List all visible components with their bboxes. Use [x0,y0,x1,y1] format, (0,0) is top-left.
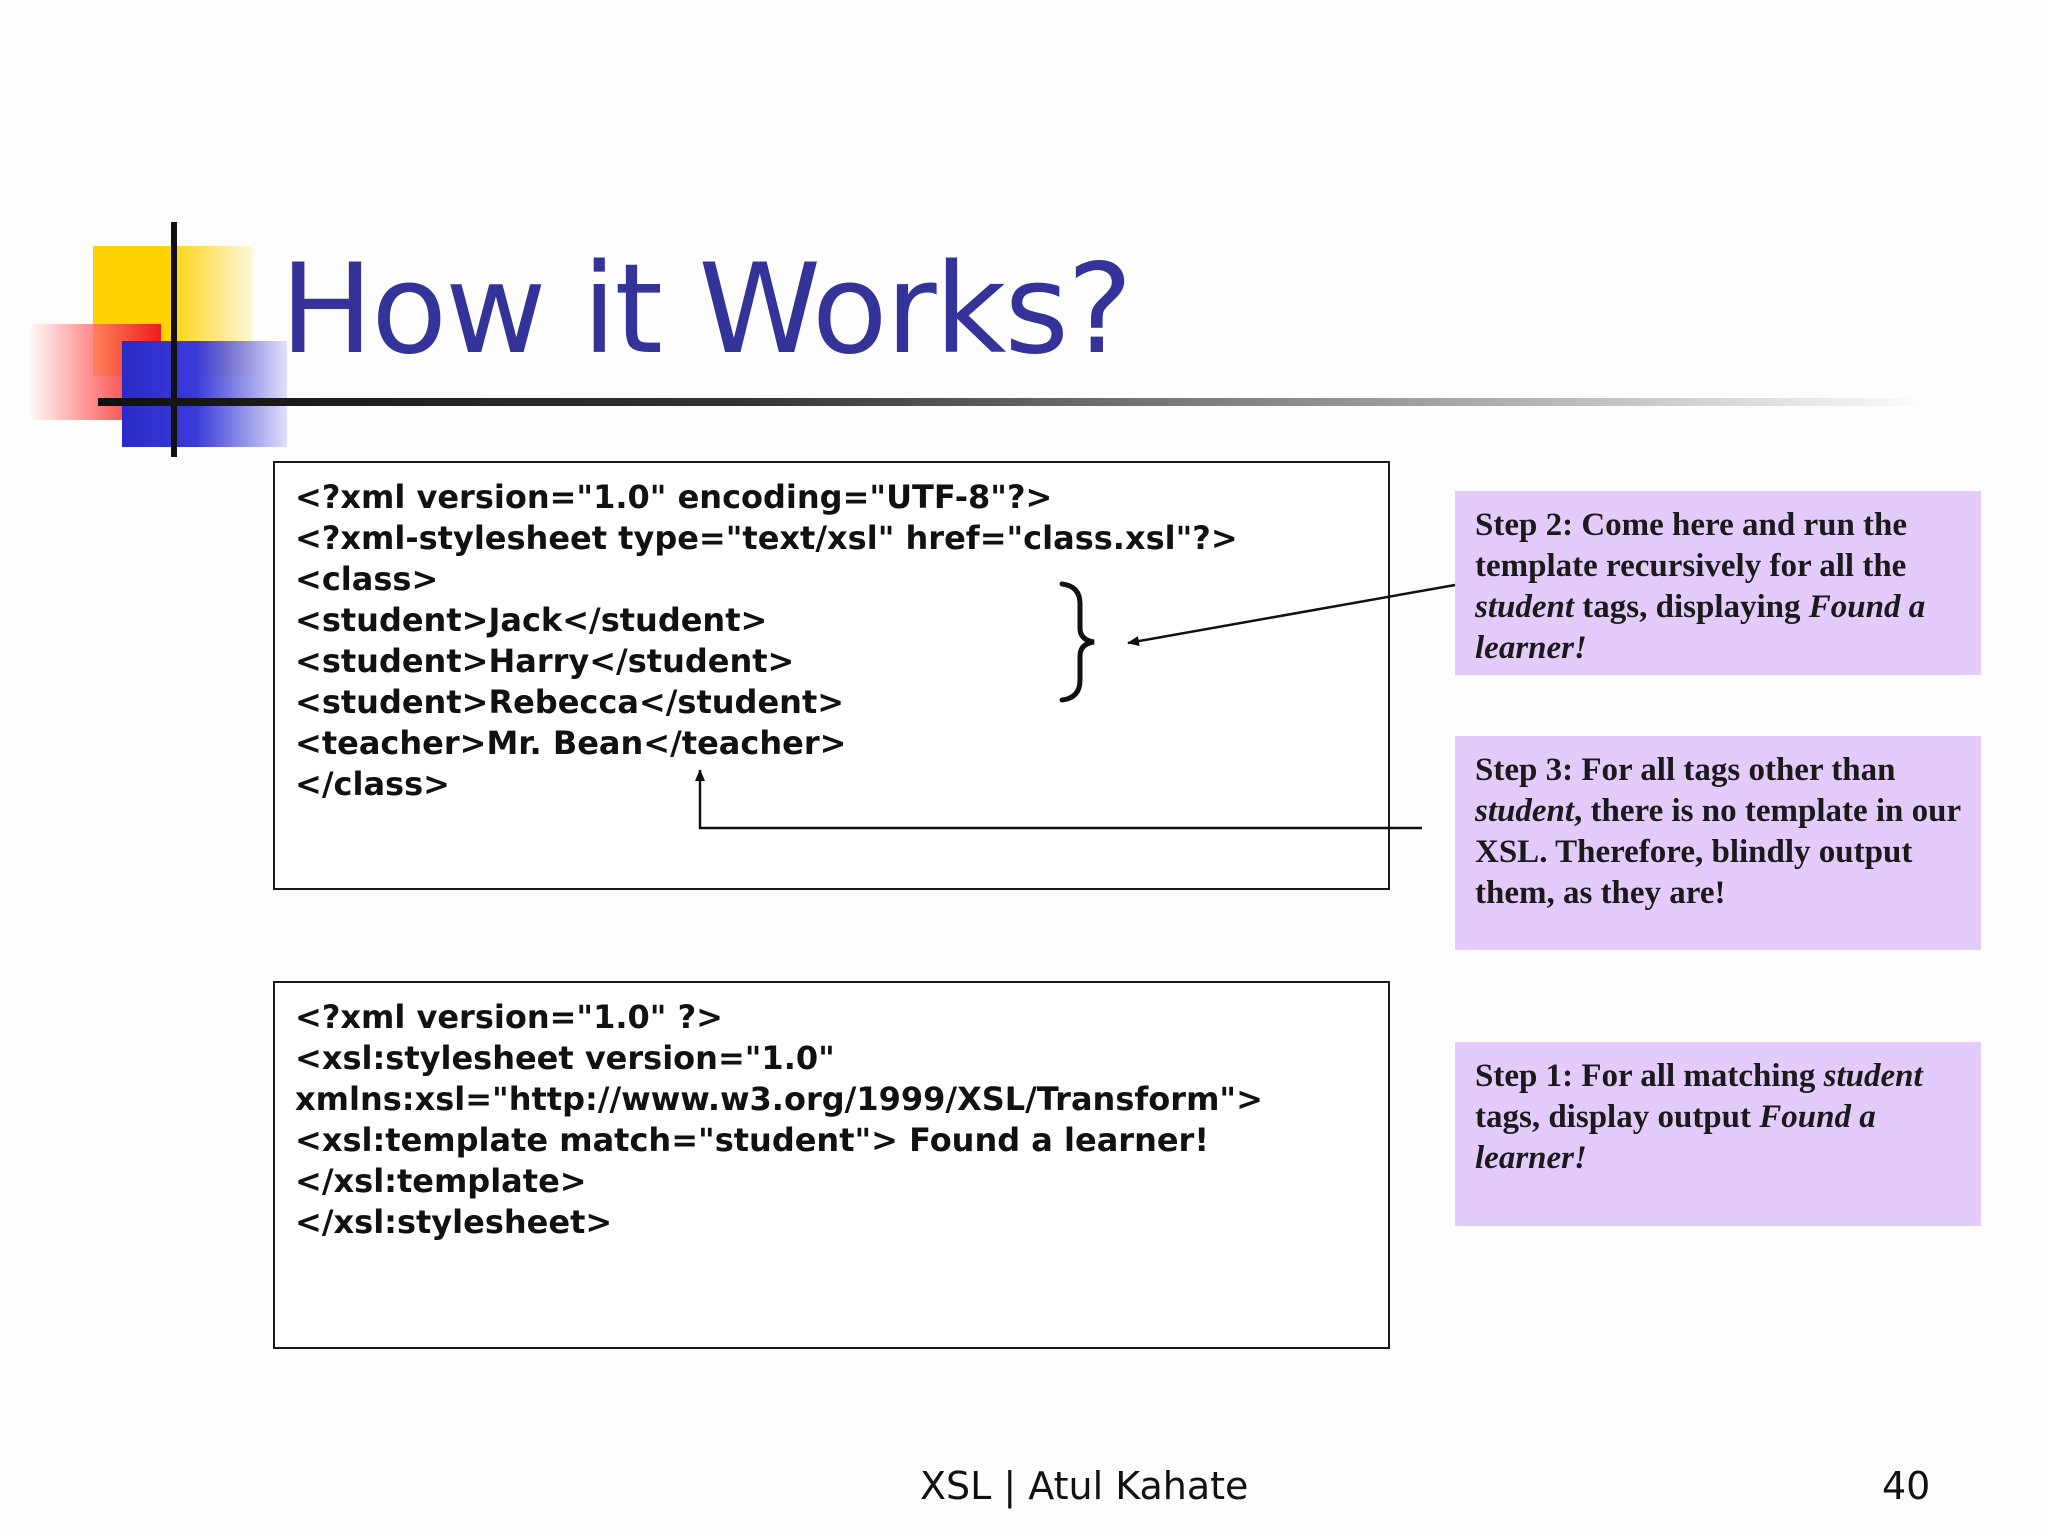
xml-code-line: <?xml version="1.0" encoding="UTF-8"?> [295,478,1053,516]
xsl-code-line: <xsl:stylesheet version="1.0" [295,1039,835,1077]
step-2-emphasis-output: Found a learner! [1475,589,1926,666]
step-2-callout: Step 2: Come here and run the template r… [1455,491,1981,675]
step-2-emphasis-student: student [1475,589,1575,625]
xml-code-line: <student>Rebecca</student> [295,683,845,721]
step-1-emphasis-output: Found a learner! [1475,1099,1876,1176]
xsl-code-box: <?xml version="1.0" ?> <xsl:stylesheet v… [273,981,1390,1349]
title-underline-rule [98,398,1928,406]
step-3-callout: Step 3: For all tags other than student,… [1455,736,1981,950]
step-3-emphasis-student: student [1475,793,1575,829]
step-1-text-cont: tags, display output [1475,1099,1760,1135]
step-3-text: Step 3: For all tags other than [1475,752,1896,788]
xsl-code-line: xmlns:xsl="http://www.w3.org/1999/XSL/Tr… [295,1080,1263,1118]
xml-code-line: <teacher>Mr. Bean</teacher> [295,724,847,762]
xml-code-line: </class> [295,765,450,803]
step-3-text-cont: , there is no template in our XSL. There… [1475,793,1961,911]
step-2-text-cont: tags, displaying [1574,589,1809,625]
xml-code-line: <class> [295,560,439,598]
step-1-callout: Step 1: For all matching student tags, d… [1455,1042,1981,1226]
page-number: 40 [1882,1464,1931,1508]
xml-code-line: <student>Harry</student> [295,642,795,680]
logo-blue-square [122,341,287,447]
footer-title: XSL | Atul Kahate [920,1464,1249,1508]
xsl-code-line: </xsl:template> [295,1162,587,1200]
xml-code-box: <?xml version="1.0" encoding="UTF-8"?> <… [273,461,1390,890]
xsl-code-line: <?xml version="1.0" ?> [295,998,723,1036]
xml-code-line: <student>Jack</student> [295,601,768,639]
step-1-text: Step 1: For all matching [1475,1058,1824,1094]
slide-title: How it Works? [280,238,1133,382]
logo-vertical-line [171,222,177,457]
step-2-text: Step 2: Come here and run the template r… [1475,507,1908,584]
xml-code-line: <?xml-stylesheet type="text/xsl" href="c… [295,519,1238,557]
xsl-code-line: <xsl:template match="student"> Found a l… [295,1121,1209,1159]
xsl-code-line: </xsl:stylesheet> [295,1203,613,1241]
step-1-emphasis-student: student [1823,1058,1923,1094]
